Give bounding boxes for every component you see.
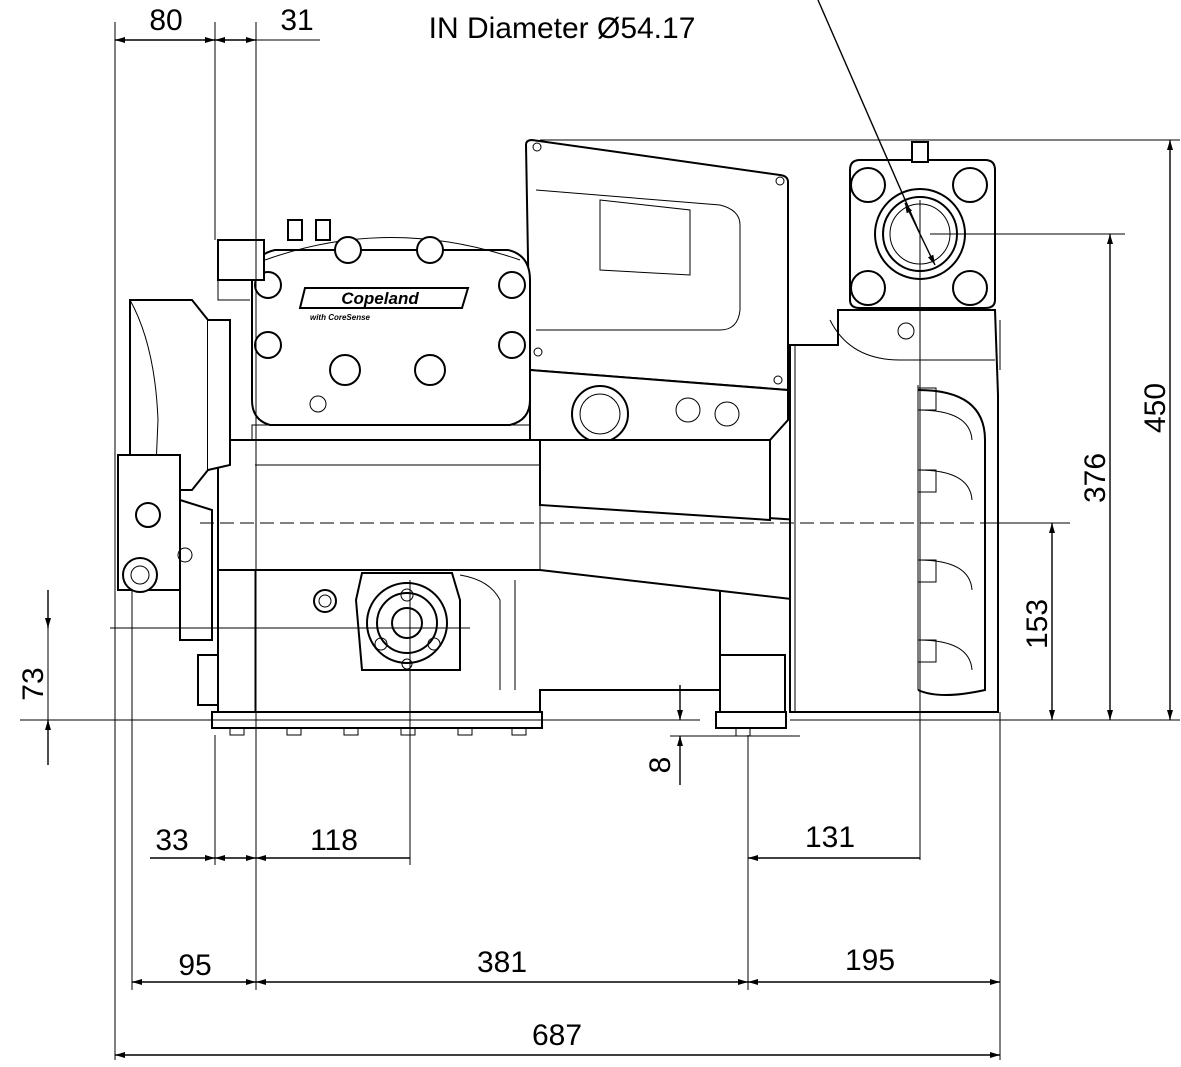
dim-95: 95 xyxy=(178,949,211,982)
dim-381: 381 xyxy=(477,946,527,979)
copeland-logo: Copeland with CoreSense xyxy=(298,287,470,322)
dim-195: 195 xyxy=(845,944,895,977)
dim-153: 153 xyxy=(1021,599,1054,649)
centerlines xyxy=(110,200,1060,865)
dim-73: 73 xyxy=(17,667,50,700)
dim-31: 31 xyxy=(280,4,313,37)
dim-80: 80 xyxy=(149,4,182,37)
base-bolts xyxy=(229,727,527,736)
compressor-body: Copeland with CoreSense xyxy=(117,138,999,737)
dim-376: 376 xyxy=(1079,453,1112,503)
dim-33: 33 xyxy=(155,824,188,857)
dimension-lines xyxy=(20,0,1180,1060)
inlet-diameter-label: IN Diameter Ø54.17 xyxy=(429,12,696,45)
dim-450: 450 xyxy=(1139,383,1172,433)
dim-8: 8 xyxy=(644,757,677,774)
dim-131: 131 xyxy=(805,821,855,854)
dimension-labels: IN Diameter Ø54.17 80 31 33 118 131 95 3… xyxy=(17,4,1172,1052)
dim-118: 118 xyxy=(310,824,358,857)
logo-subline: with CoreSense xyxy=(310,313,371,322)
logo-brand: Copeland xyxy=(341,289,419,308)
dim-687: 687 xyxy=(532,1019,582,1052)
